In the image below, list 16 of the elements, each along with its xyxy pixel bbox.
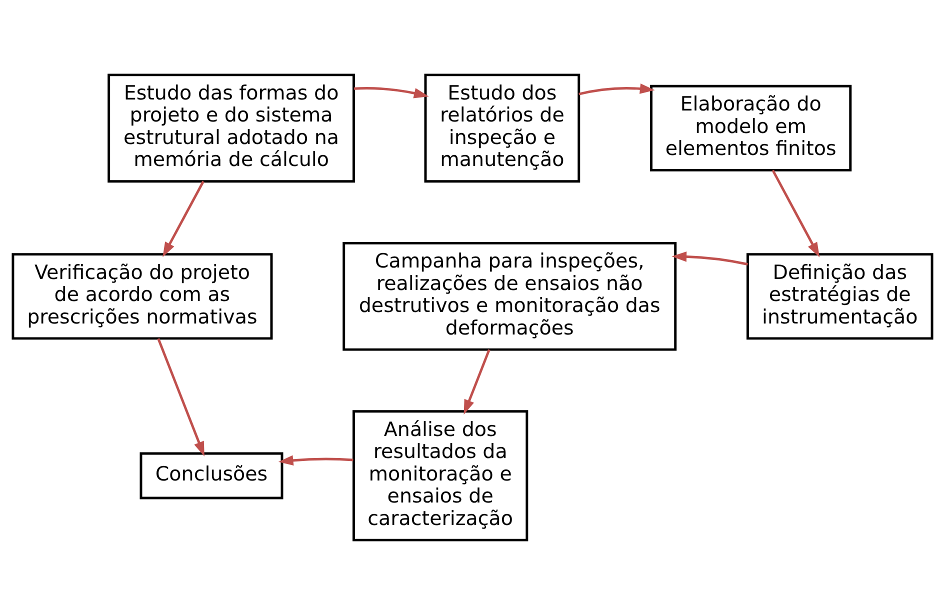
arrow	[578, 84, 655, 96]
node-box: Conclusões	[140, 452, 284, 500]
arrow	[672, 251, 748, 266]
arrow	[464, 349, 490, 415]
node-box: Definição das estratégias de instrumentação	[746, 253, 934, 340]
node-box: Análise dos resultados da monitoração e ensaios de caracterização	[352, 410, 528, 542]
node-box: Elaboração do modelo em elementos finitos	[650, 84, 852, 172]
arrow	[162, 180, 204, 258]
node-box: Estudo dos relatórios de inspeção e manutenção	[424, 74, 580, 183]
arrow	[354, 87, 429, 98]
arrow	[772, 170, 820, 258]
arrow	[278, 455, 354, 466]
node-box: Estudo das formas do projeto e do sistema estrutural adotado na memória de cálculo	[108, 74, 355, 183]
arrow	[157, 338, 204, 456]
node-box: Campanha para inspeções, realizações de ensaios não destrutivos e monitoração das deformações	[342, 242, 677, 351]
node-box: Verificação do projeto de acordo com as prescrições normativas	[12, 253, 273, 340]
